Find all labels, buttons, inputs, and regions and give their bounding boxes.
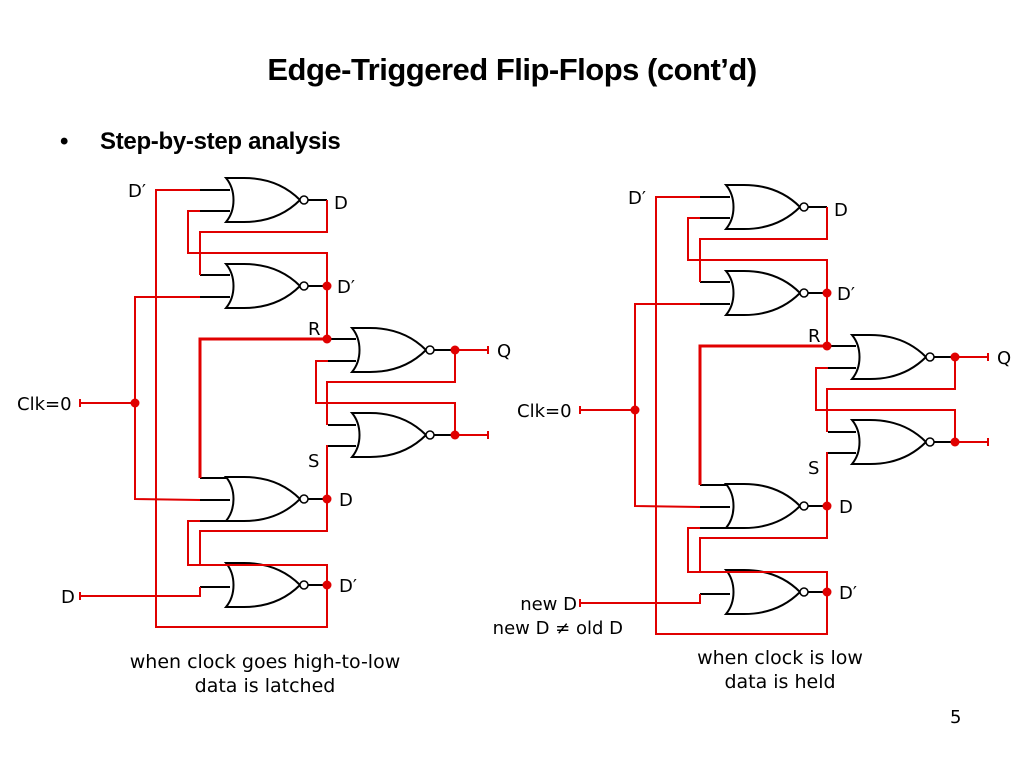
label-clk: Clk=0 (517, 401, 572, 422)
label-top-in: D′ (628, 188, 646, 209)
caption-left-line2: data is latched (194, 675, 336, 697)
label-d-in: D (61, 587, 75, 608)
label-d-in: new D (520, 594, 577, 615)
label-g3-out: D (339, 490, 353, 511)
bullet-icon: • (60, 128, 69, 155)
label-q: Q (497, 341, 511, 362)
slide-title: Edge-Triggered Flip-Flops (cont’d) (267, 52, 757, 87)
label-s: S (308, 451, 319, 472)
caption-left-line1: when clock goes high-to-low (129, 651, 401, 673)
circuit-left: D′ D D′ R Q Clk=0 S D D′ D (17, 178, 511, 627)
label-s: S (808, 458, 819, 479)
caption-right-line1: when clock is low (697, 647, 863, 669)
label-g4-out: D′ (339, 576, 357, 597)
label-d-note: new D ≠ old D (493, 618, 623, 639)
label-g2-out: D′ (837, 284, 855, 305)
label-g2-out: D′ (337, 277, 355, 298)
bullet-item: • Step-by-step analysis (60, 128, 341, 156)
circuit-right: D′ D D′ R Q Clk=0 S D D′ new D new D ≠ o… (493, 185, 1011, 639)
label-g1-out: D (834, 200, 848, 221)
caption-left: when clock goes high-to-low data is latc… (100, 650, 430, 698)
label-g3-out: D (839, 497, 853, 518)
caption-right-line2: data is held (724, 671, 836, 693)
label-g1-out: D (334, 193, 348, 214)
caption-right: when clock is low data is held (640, 646, 920, 694)
page-number: 5 (950, 707, 962, 728)
bullet-text: Step-by-step analysis (100, 128, 341, 155)
label-top-in: D′ (128, 181, 146, 202)
label-r: R (808, 326, 821, 347)
label-q: Q (997, 348, 1011, 369)
label-r: R (308, 319, 321, 340)
label-g4-out: D′ (839, 583, 857, 604)
label-clk: Clk=0 (17, 394, 72, 415)
